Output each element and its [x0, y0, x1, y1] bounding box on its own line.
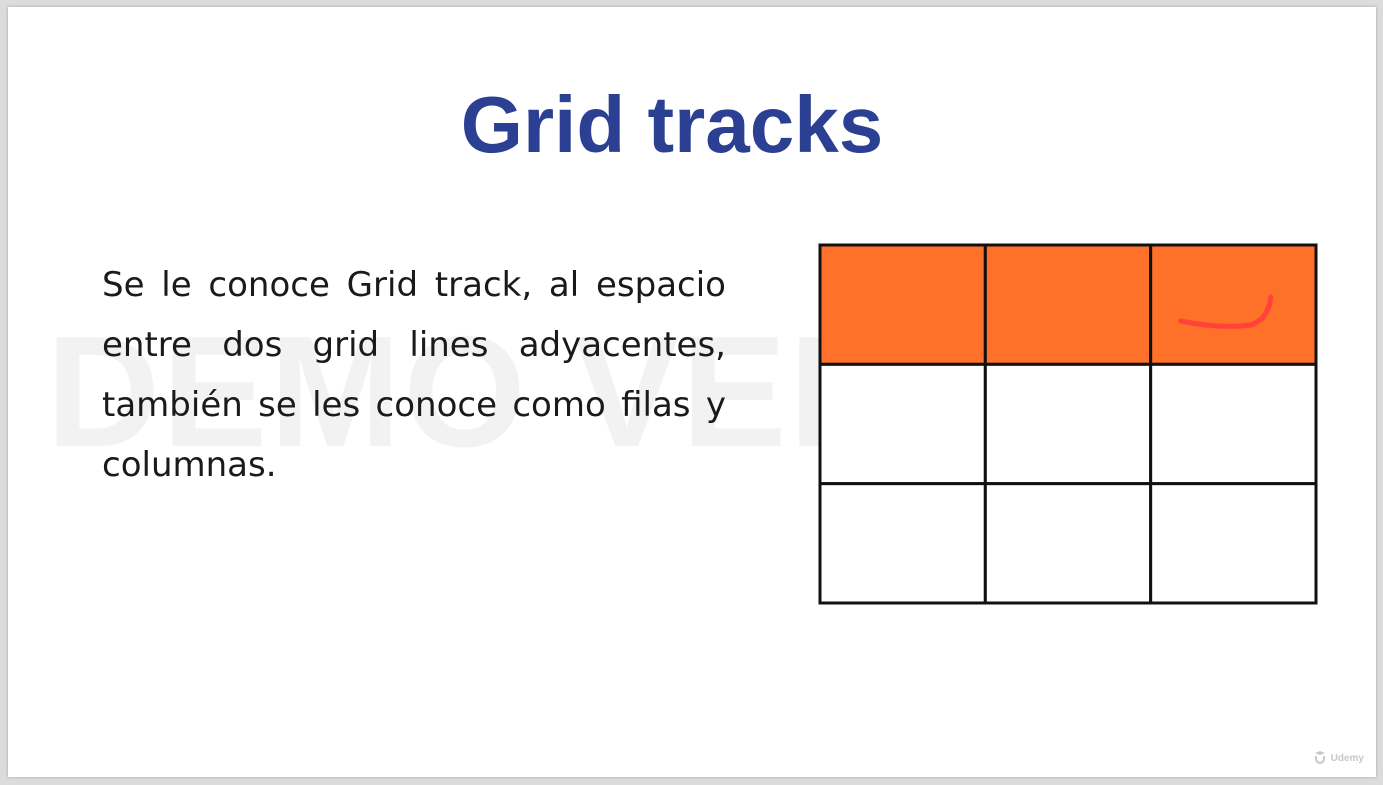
grid-cell-r1-c1: [818, 243, 987, 366]
grid-cell-r3-c1: [818, 482, 987, 605]
slide-title: Grid tracks: [460, 80, 884, 169]
grid-svg: [818, 243, 1318, 605]
grid-cell-r1-c3: [1149, 243, 1318, 366]
grid-tracks-diagram: [818, 243, 1318, 605]
grid-cell-r2-c2: [983, 362, 1153, 486]
grid-cell-r2-c1: [818, 362, 987, 486]
grid-cell-r2-c3: [1149, 362, 1318, 486]
pen-annotation-stroke: [1178, 294, 1274, 329]
grid-cell-r1-c2: [983, 243, 1153, 366]
slide: DEMO VERSION Grid tracks Se le conoce Gr…: [8, 7, 1376, 777]
udemy-logo-icon: [1313, 750, 1327, 767]
udemy-logo: Udemy: [1313, 750, 1364, 767]
grid-cell-r3-c2: [983, 482, 1153, 605]
udemy-logo-text: Udemy: [1330, 753, 1364, 764]
grid-cell-r3-c3: [1149, 482, 1318, 605]
slide-body-text: Se le conoce Grid track, al espacio entr…: [102, 265, 726, 485]
